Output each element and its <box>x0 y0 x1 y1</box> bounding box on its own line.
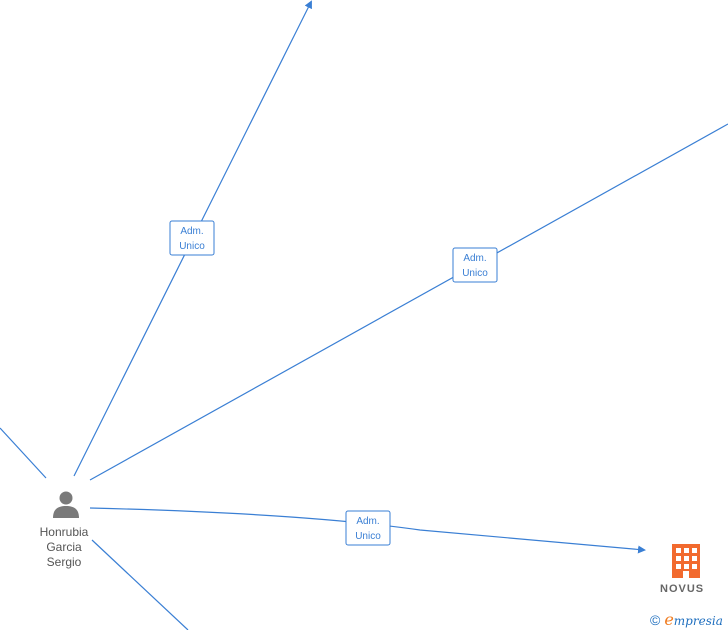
empresia-brand: © empresia <box>650 610 723 629</box>
edge-label-line2: Unico <box>355 531 381 542</box>
person-name-line3: Sergio <box>46 555 82 569</box>
person-name-label[interactable]: Honrubia Garcia Sergio <box>28 525 100 570</box>
edge-label-line1: Adm. <box>356 516 379 527</box>
copyright-symbol: © <box>650 611 661 628</box>
company-name-label[interactable]: NOVUS <box>660 583 705 595</box>
person-icon[interactable] <box>53 491 79 519</box>
edge-label-adm-unico-3[interactable]: Adm. Unico <box>345 510 391 546</box>
edge-label-adm-unico-2[interactable]: Adm. Unico <box>452 247 498 283</box>
edge-label-line2: Unico <box>462 268 488 279</box>
edge-label-line1: Adm. <box>463 253 486 264</box>
brand-name: mpresia <box>673 614 723 628</box>
person-name-line2: Garcia <box>46 540 82 554</box>
edge-label-adm-unico-1[interactable]: Adm. Unico <box>169 220 215 256</box>
edge-line-left[interactable] <box>0 427 47 479</box>
person-name-line1: Honrubia <box>39 525 89 539</box>
edge-label-line1: Adm. <box>180 226 203 237</box>
edge-line-right[interactable] <box>89 123 728 481</box>
edge-line-bottom[interactable] <box>91 539 189 630</box>
edge-line-novus[interactable] <box>89 507 646 554</box>
brand-initial: e <box>664 610 674 629</box>
edge-label-line2: Unico <box>179 241 205 252</box>
building-icon[interactable] <box>672 544 700 578</box>
